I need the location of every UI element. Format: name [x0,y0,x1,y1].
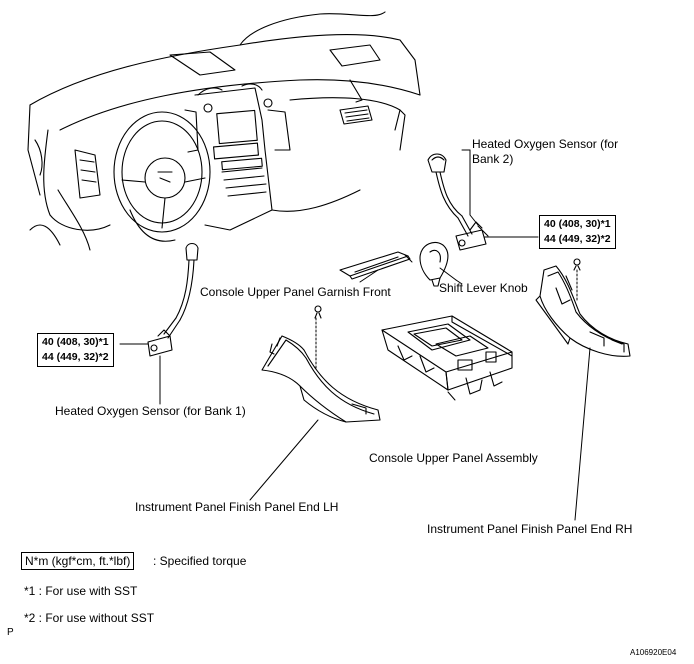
legend-torque-unit-box: N*m (kgf*cm, ft.*lbf) [21,552,135,570]
legend-note-2: *2 : For use without SST [24,611,155,625]
leader-lines [249,149,591,521]
torque-left-line2: 44 (449, 32)*2 [42,351,109,363]
label-finish-panel-end-lh: Instrument Panel Finish Panel End LH [135,500,339,514]
label-console-upper-panel-assembly: Console Upper Panel Assembly [369,451,538,465]
torque-left-line1: 40 (408, 30)*1 [42,336,109,348]
legend-note-1: *1 : For use with SST [24,584,138,598]
corner-mark: P [7,627,14,638]
label-shift-lever-knob: Shift Lever Knob [439,281,528,295]
finish-panel-end-lh-part [261,305,381,423]
label-console-garnish-front: Console Upper Panel Garnish Front [200,285,391,299]
finish-panel-end-rh-part [535,258,631,357]
console-upper-panel-assembly-part [381,315,513,395]
label-oxygen-sensor-bank1: Heated Oxygen Sensor (for Bank 1) [55,404,246,418]
torque-right-line2: 44 (449, 32)*2 [544,233,611,245]
oxygen-sensor-bank2-part [427,149,539,251]
oxygen-sensor-bank1-part [119,242,199,405]
figure-code: A106920E04 [630,648,677,657]
label-oxygen-sensor-bank2: Heated Oxygen Sensor (for Bank 2) [472,137,619,166]
garnish-front-part [339,251,413,280]
legend-torque-unit-description: : Specified torque [153,554,247,568]
torque-right-line1: 40 (408, 30)*1 [544,218,611,230]
label-finish-panel-end-rh: Instrument Panel Finish Panel End RH [427,522,633,536]
torque-box-left: 40 (408, 30)*1 44 (449, 32)*2 [37,333,114,367]
dashboard-illustration [27,11,421,251]
shift-lever-knob-part [419,241,457,287]
torque-box-right: 40 (408, 30)*1 44 (449, 32)*2 [539,215,616,249]
